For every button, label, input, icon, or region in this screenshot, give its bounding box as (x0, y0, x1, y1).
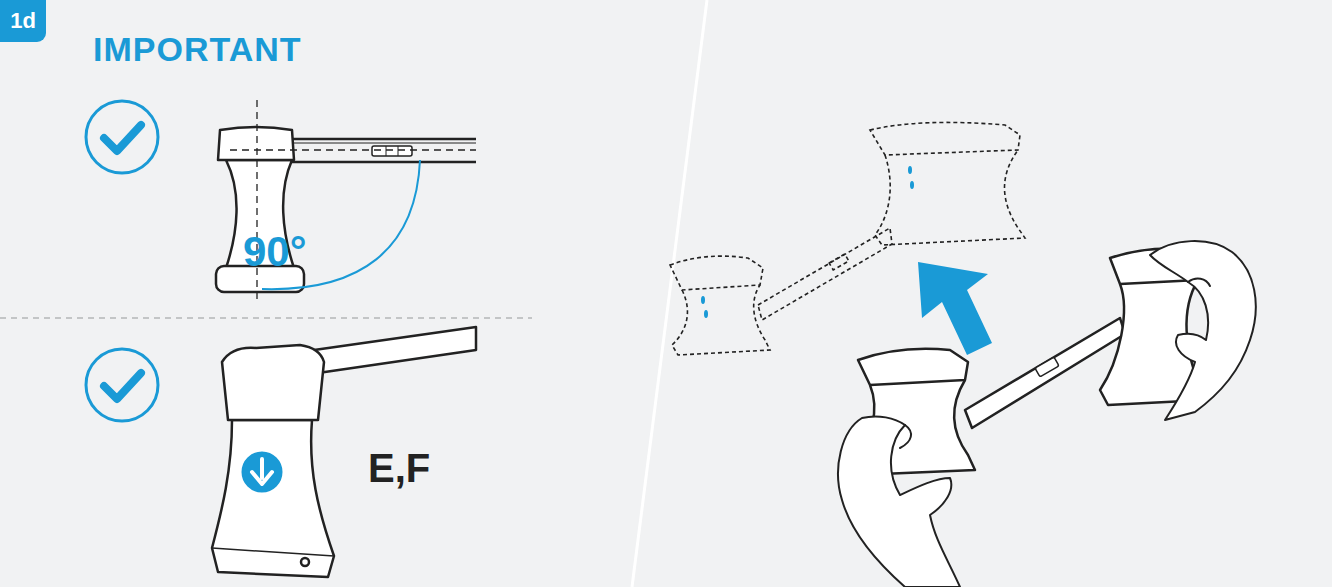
check-circle (86, 101, 158, 173)
part-letters: E,F (368, 446, 430, 491)
level-tick (398, 146, 399, 156)
level-tick (386, 146, 387, 156)
foot-body (212, 420, 334, 577)
level-bubble (372, 146, 412, 156)
finger-line (1188, 279, 1210, 286)
bar (965, 318, 1125, 428)
right-hand (1150, 241, 1256, 420)
hands (838, 241, 1256, 587)
separator-line (0, 317, 532, 319)
bar-edge (292, 161, 476, 164)
ghost-foot-cap (870, 122, 1020, 155)
push-icon (240, 450, 284, 494)
move-arrow (918, 262, 992, 355)
step-badge: 1d (0, 0, 46, 42)
foot-edge (212, 548, 334, 556)
check-mark (104, 373, 141, 399)
held-part (852, 249, 1205, 475)
bar-edge (292, 138, 476, 141)
foot-cap (218, 127, 294, 160)
check-icons (86, 101, 158, 421)
marker-dot (701, 296, 705, 304)
marker-dot (910, 181, 914, 189)
ghost-level (829, 254, 849, 270)
check-mark (104, 125, 141, 151)
divider-line (632, 0, 707, 587)
ghost-foot (672, 285, 770, 355)
foot-cap (858, 349, 968, 385)
marker-dot (704, 310, 708, 318)
ghost-foot-cap (670, 256, 763, 290)
divider (0, 0, 707, 587)
left-hand (838, 416, 960, 587)
screw-hole (301, 558, 309, 566)
foot-cap (222, 345, 324, 420)
step-number: 1d (10, 8, 36, 34)
ghost-position (670, 122, 1025, 355)
front-view (216, 100, 476, 300)
bar-edge (292, 143, 476, 144)
ghost-bar (758, 228, 892, 320)
side-view (212, 327, 476, 577)
down-arrow (252, 459, 272, 484)
heading: IMPORTANT (93, 30, 302, 69)
level-bubble (1035, 357, 1059, 377)
bar (300, 327, 476, 373)
axis-line (230, 149, 476, 150)
ghost-foot (875, 150, 1025, 245)
finger-line (900, 425, 911, 448)
marker-dot (908, 166, 912, 174)
angle-label: 90° (243, 228, 307, 276)
check-circle (86, 349, 158, 421)
